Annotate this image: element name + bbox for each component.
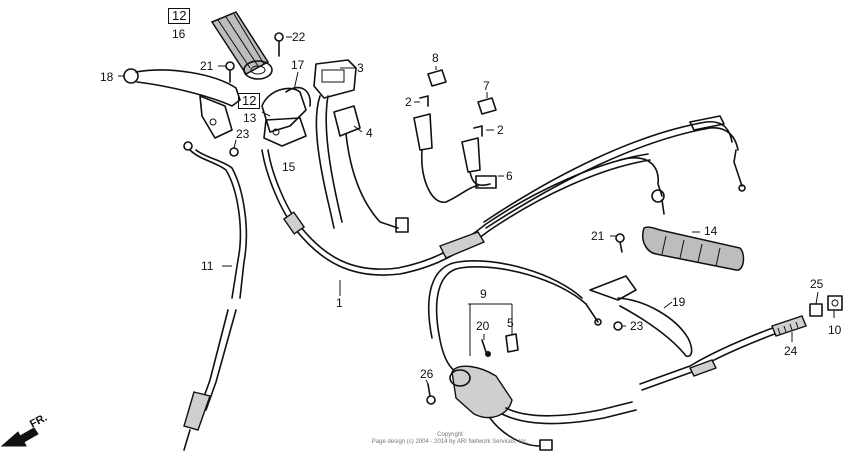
upper-cable bbox=[483, 115, 746, 229]
screw-22 bbox=[274, 32, 284, 57]
front-direction-arrow-icon bbox=[0, 427, 39, 447]
callout-13: 13 bbox=[243, 111, 257, 125]
nut-7 bbox=[477, 92, 497, 115]
callout-2-left: 2 bbox=[405, 95, 412, 109]
bolt-26 bbox=[426, 383, 436, 405]
copyright-line-2: Page design (c) 2004 - 2014 by ARI Netwo… bbox=[371, 439, 529, 445]
cable-1 bbox=[261, 149, 665, 276]
copyright-line-1: Copyright bbox=[437, 432, 463, 438]
nut-23-left bbox=[229, 147, 239, 157]
callout-17: 17 bbox=[291, 58, 305, 72]
nut-8 bbox=[427, 66, 447, 87]
callout-4: 4 bbox=[366, 126, 373, 140]
callout-18: 18 bbox=[100, 70, 114, 84]
brake-lever-left bbox=[123, 68, 241, 139]
callout-15: 15 bbox=[282, 160, 296, 174]
cap-10 bbox=[827, 295, 843, 311]
screw-21-right bbox=[615, 233, 625, 253]
callout-6: 6 bbox=[506, 169, 513, 183]
callout-8: 8 bbox=[432, 51, 439, 65]
copyright-footer: Copyright Page design (c) 2004 - 2014 by… bbox=[300, 432, 600, 446]
screw-21-top bbox=[225, 61, 235, 83]
callout-16: 16 bbox=[172, 27, 186, 41]
callout-9: 9 bbox=[480, 287, 487, 301]
callout-11: 11 bbox=[201, 259, 214, 273]
callout-10: 10 bbox=[828, 323, 842, 337]
callout-5: 5 bbox=[507, 316, 514, 330]
callout-7: 7 bbox=[483, 79, 490, 93]
lower-assembly-9 bbox=[427, 260, 637, 451]
callout-21-right: 21 bbox=[591, 229, 605, 243]
lever-19 bbox=[589, 275, 693, 358]
callout-12-top: 12 bbox=[168, 8, 191, 24]
leader-lines bbox=[118, 36, 835, 385]
callout-25: 25 bbox=[810, 277, 824, 291]
callout-23-right: 23 bbox=[630, 319, 644, 333]
grip-14 bbox=[642, 226, 745, 271]
cable-24 bbox=[639, 315, 807, 391]
switch-housing-3 bbox=[313, 59, 357, 229]
bolt-20 bbox=[481, 339, 491, 357]
indicator-wiring-6 bbox=[413, 95, 497, 203]
callout-26: 26 bbox=[420, 367, 434, 381]
callout-19: 19 bbox=[672, 295, 686, 309]
bushing-25 bbox=[809, 303, 823, 317]
callout-24: 24 bbox=[784, 344, 798, 358]
callout-1: 1 bbox=[336, 296, 343, 310]
callout-2-right: 2 bbox=[497, 123, 504, 137]
callout-23-left: 23 bbox=[236, 127, 250, 141]
switch-4 bbox=[333, 105, 409, 233]
callout-22: 22 bbox=[292, 30, 306, 44]
cable-11 bbox=[183, 141, 248, 451]
callout-3: 3 bbox=[357, 61, 364, 75]
clip-5 bbox=[505, 333, 519, 353]
throttle-housing bbox=[261, 86, 311, 147]
throttle-grip-part bbox=[210, 11, 273, 80]
callout-21-top: 21 bbox=[200, 59, 214, 73]
callout-20: 20 bbox=[476, 319, 490, 333]
callout-12-mid: 12 bbox=[238, 93, 261, 109]
nut-23-right bbox=[613, 321, 623, 331]
callout-14: 14 bbox=[704, 224, 718, 238]
